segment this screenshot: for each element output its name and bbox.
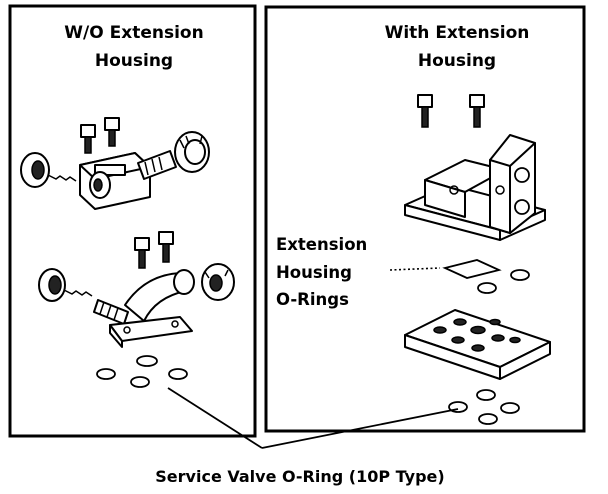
right-panel-title-line1: With Extension (385, 23, 530, 43)
right-service-valve-o-rings (448, 389, 520, 425)
left-service-valve-o-rings (96, 355, 188, 388)
callout-line3: O-Rings (276, 290, 349, 309)
callout-line2: Housing (276, 263, 352, 282)
upper-mounting-bolts (80, 117, 120, 154)
figure-caption: Service Valve O-Ring (10P Type) (155, 467, 444, 486)
callout-line1: Extension (276, 235, 367, 254)
extension-housing-o-rings (389, 259, 530, 294)
right-panel-frame (264, 5, 586, 433)
left-panel: W/O Extension Housing (8, 4, 257, 438)
manifold-plate (404, 309, 551, 380)
left-panel-title-line2: Housing (95, 51, 173, 71)
left-panel-frame (8, 4, 257, 438)
elbow-service-valve (38, 263, 235, 348)
lower-mounting-bolts (134, 231, 174, 269)
right-panel-title-line2: Housing (418, 51, 496, 71)
extension-housing-o-rings-label: Extension Housing O-Rings (276, 235, 367, 309)
extension-housing (404, 134, 546, 241)
caption-leader-lines (167, 387, 459, 449)
right-panel: With Extension Housing (264, 5, 586, 433)
straight-service-valve (20, 131, 210, 210)
extension-housing-bolts (417, 94, 485, 128)
left-panel-title-line1: W/O Extension (64, 23, 203, 43)
